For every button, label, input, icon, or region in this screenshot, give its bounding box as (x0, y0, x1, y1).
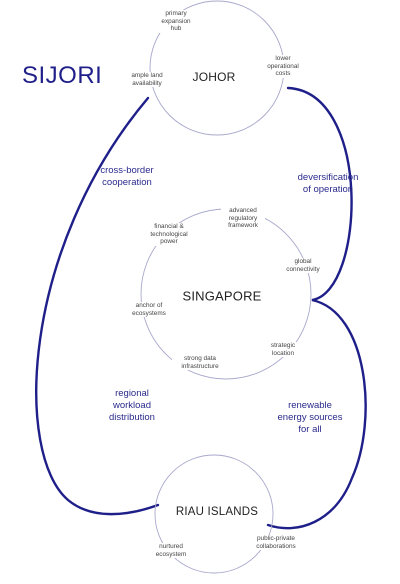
singapore-name: SINGAPORE (182, 288, 262, 304)
label-nurtured-ecosystem: nurtured ecosystem (149, 543, 193, 559)
label-anchor-of-ecosystems: anchor of ecosystems (125, 302, 173, 318)
outer-loop (35, 86, 367, 530)
label-public-private-collaborations: public-private collaborations (248, 535, 304, 551)
diagram-title: SIJORI (22, 62, 103, 89)
edge-cross-border-cooperation: cross-border cooperation (100, 165, 154, 188)
label-strong-data-infrastructure: strong data infrastructure (172, 355, 228, 371)
label-global-connectivity: global connectivity (279, 258, 327, 274)
label-advanced-regulatory-framework: advanced regulatory framework (221, 207, 265, 230)
label-ample-land-availability: ample land availability (125, 72, 169, 88)
edge-regional-workload-distribution: regional workload distribution (109, 388, 155, 423)
riau-name: RIAU ISLANDS (175, 506, 259, 518)
label-financial-technological-power: financial & technological power (143, 223, 195, 246)
label-lower-operational-costs: lower operational costs (261, 55, 305, 78)
label-primary-expansion-hub: primary expansion hub (156, 10, 196, 33)
riau-circle (154, 454, 274, 574)
label-strategic-location: strategic location (262, 342, 304, 358)
edge-renewable-energy-sources: renewable energy sources for all (277, 400, 343, 435)
edge-diversification-of-operation: deversification of operation (297, 172, 359, 195)
johor-name: JOHOR (192, 70, 236, 84)
